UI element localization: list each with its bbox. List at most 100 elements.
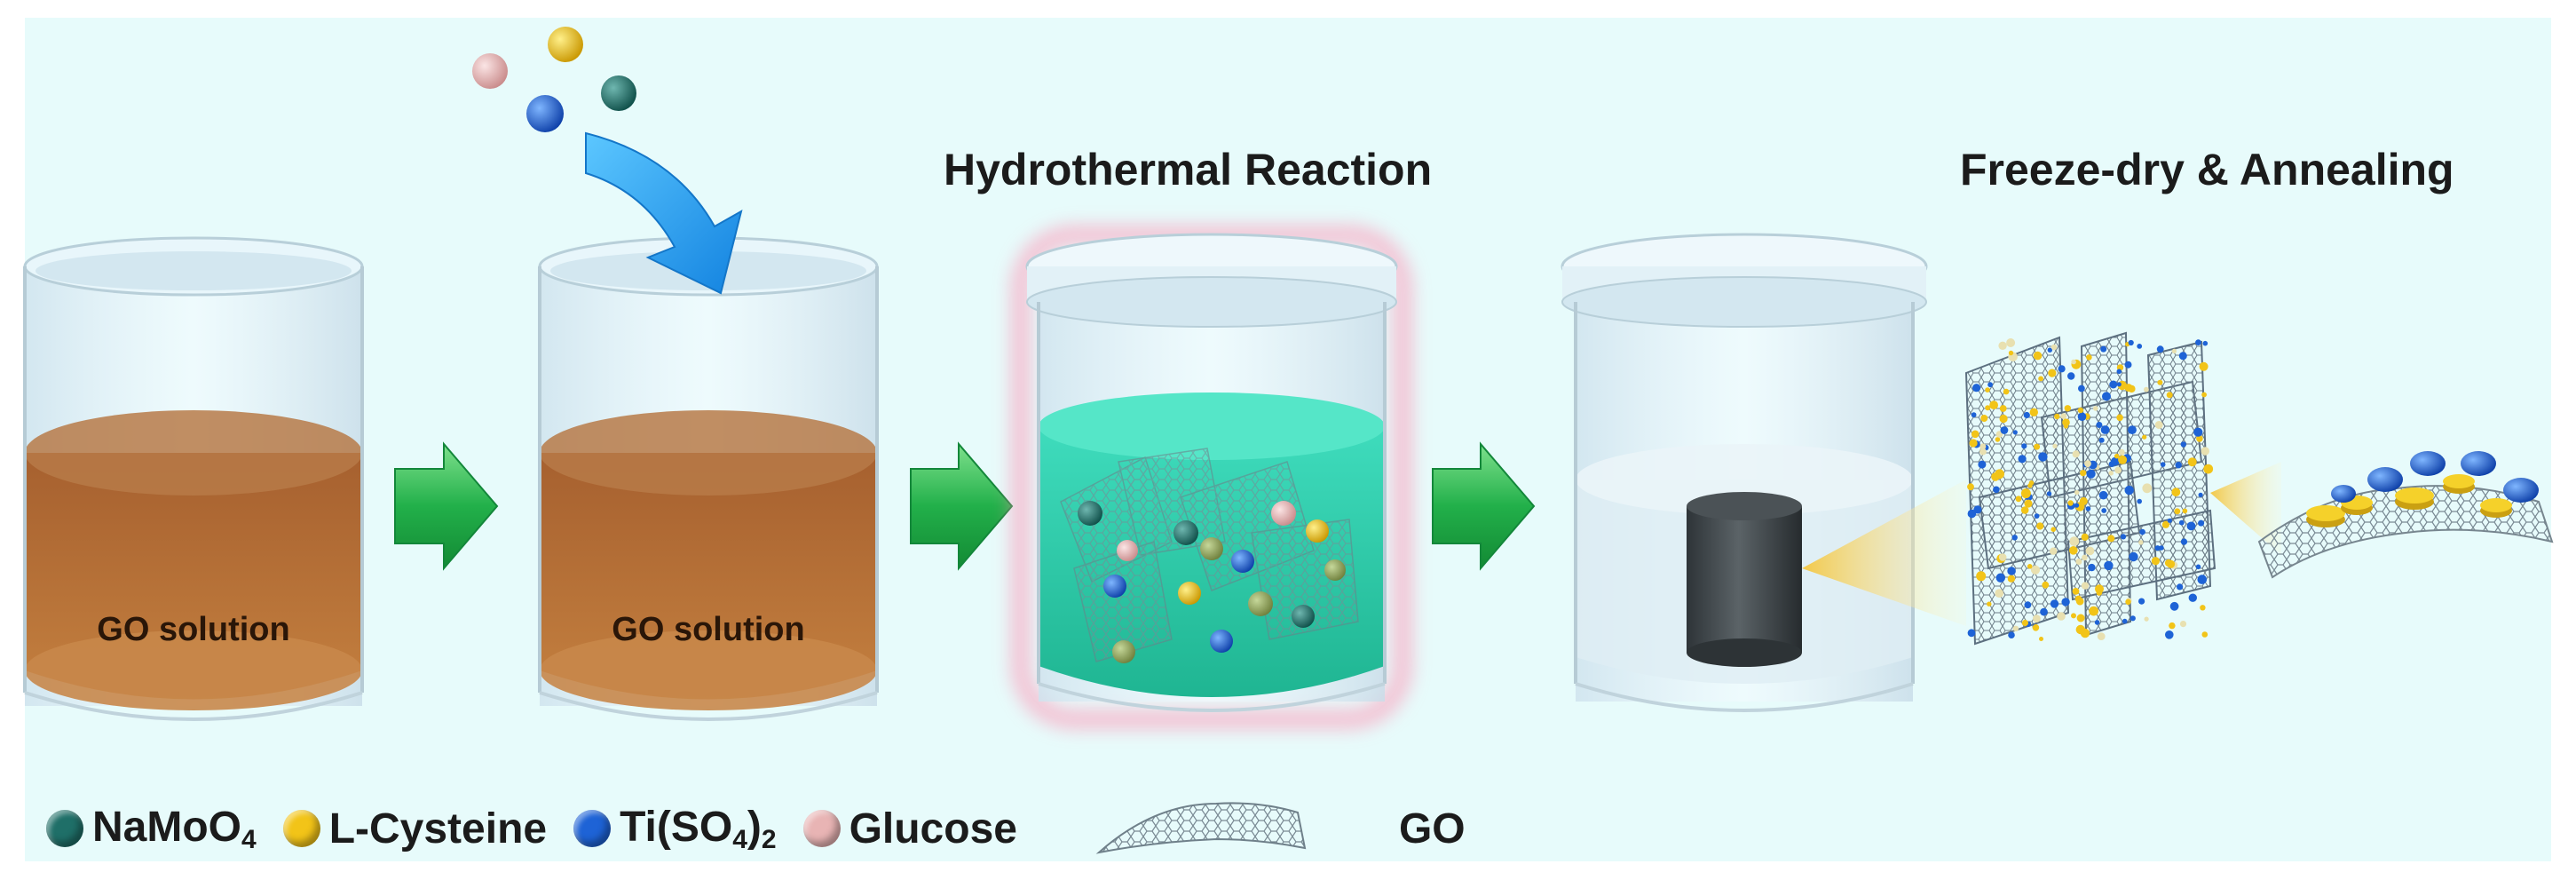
framework-atom bbox=[2018, 455, 2027, 464]
lcysteine-dot-icon bbox=[282, 810, 320, 847]
framework-atom bbox=[1987, 601, 1992, 607]
framework-atom bbox=[2151, 557, 2160, 566]
framework-atom bbox=[2077, 412, 2087, 422]
framework-atom bbox=[2122, 618, 2128, 624]
framework-atom bbox=[2171, 348, 2177, 353]
framework-atom bbox=[2094, 620, 2100, 625]
framework-atom bbox=[2071, 613, 2076, 619]
framework-atom bbox=[1980, 415, 1988, 422]
legend-item-go: GO bbox=[1399, 805, 1466, 853]
framework-atom bbox=[2067, 372, 2075, 380]
framework-atom bbox=[2007, 567, 2016, 575]
framework-atom bbox=[2195, 339, 2201, 345]
graphene-framework bbox=[1964, 331, 2216, 646]
framework-atom bbox=[1971, 430, 1979, 439]
framework-atom bbox=[2033, 614, 2041, 622]
framework-atom bbox=[2027, 483, 2033, 488]
framework-atom bbox=[2062, 418, 2070, 427]
framework-atom bbox=[2167, 518, 2172, 523]
framework-atom bbox=[2195, 564, 2201, 570]
process-arrow-1 bbox=[394, 441, 499, 571]
framework-atom bbox=[2057, 612, 2066, 621]
framework-atom bbox=[2116, 414, 2123, 422]
framework-atom bbox=[2032, 624, 2040, 631]
framework-atom bbox=[1989, 400, 1999, 409]
framework-atom bbox=[1993, 486, 2000, 494]
framework-atom bbox=[1998, 341, 2007, 350]
framework-atom bbox=[2180, 538, 2188, 545]
framework-atom bbox=[2069, 546, 2078, 555]
framework-atom bbox=[2050, 547, 2058, 555]
legend-item-namoo4: NaMoO4 bbox=[46, 803, 257, 855]
namoo4-dot-icon bbox=[46, 810, 83, 847]
framework-atom bbox=[2159, 545, 2164, 551]
beaker-go-solution-1 bbox=[23, 236, 364, 721]
framework-atom bbox=[1995, 431, 2003, 438]
framework-atom bbox=[2137, 344, 2143, 349]
framework-atom bbox=[2174, 508, 2181, 515]
framework-atom bbox=[2118, 455, 2128, 464]
framework-atom bbox=[2201, 631, 2209, 638]
framework-atom bbox=[2101, 508, 2107, 513]
framework-atom bbox=[2051, 344, 2058, 351]
framework-atom bbox=[2051, 527, 2056, 532]
framework-atom bbox=[2038, 376, 2044, 382]
framework-atom bbox=[2006, 338, 2016, 347]
framework-atom bbox=[1998, 553, 2007, 561]
framework-atom bbox=[2107, 535, 2115, 543]
framework-atom bbox=[2144, 616, 2149, 622]
framework-atom bbox=[2078, 385, 2085, 392]
framework-atom bbox=[2034, 443, 2041, 450]
framework-atom bbox=[2104, 560, 2114, 571]
framework-atom bbox=[1995, 437, 2001, 442]
framework-atom bbox=[2171, 488, 2181, 497]
beaker-2-label: GO solution bbox=[612, 611, 805, 648]
framework-atom bbox=[2200, 605, 2206, 611]
framework-atom bbox=[1967, 629, 1976, 638]
framework-atom bbox=[2114, 453, 2120, 459]
legend-label-namoo4: NaMoO4 bbox=[92, 803, 257, 854]
beaker-1-label: GO solution bbox=[97, 611, 290, 648]
framework-atom bbox=[2048, 369, 2057, 377]
framework-atom bbox=[1976, 571, 1987, 582]
framework-atom bbox=[1969, 439, 1978, 448]
framework-atom bbox=[2129, 551, 2138, 562]
glucose-ball bbox=[472, 53, 508, 89]
framework-atom bbox=[2076, 614, 2085, 622]
framework-atom bbox=[1979, 443, 1987, 450]
freeze-dry-annealing-title: Freeze-dry & Annealing bbox=[1960, 145, 2454, 194]
aerogel-container bbox=[1561, 233, 1928, 712]
framework-atom bbox=[2128, 339, 2134, 346]
framework-atom bbox=[2175, 462, 2182, 469]
framework-atom bbox=[2030, 565, 2041, 575]
framework-atom bbox=[2003, 388, 2010, 395]
framework-atom bbox=[2075, 559, 2082, 565]
framework-atom bbox=[2029, 408, 2038, 416]
framework-atom bbox=[2084, 460, 2091, 468]
go-sheet-legend-icon bbox=[1095, 802, 1307, 854]
framework-atom bbox=[2124, 361, 2132, 369]
framework-atom bbox=[1985, 405, 1991, 411]
framework-atom bbox=[2203, 464, 2214, 474]
framework-atom bbox=[2064, 405, 2071, 412]
process-arrow-2 bbox=[910, 441, 1014, 571]
framework-atom bbox=[2021, 443, 2027, 449]
framework-atom bbox=[2198, 519, 2205, 527]
framework-atom bbox=[2046, 491, 2052, 496]
framework-atom bbox=[2142, 483, 2153, 494]
framework-atom bbox=[2071, 359, 2076, 365]
framework-atom bbox=[2169, 601, 2179, 611]
framework-atom bbox=[2077, 407, 2084, 414]
zoom-beam-1 bbox=[1802, 480, 1966, 626]
framework-atom bbox=[2008, 631, 2015, 638]
framework-atom bbox=[2038, 452, 2048, 462]
framework-atom bbox=[2080, 628, 2090, 638]
framework-atom bbox=[2177, 583, 2184, 591]
framework-atom bbox=[2169, 622, 2176, 630]
framework-atom bbox=[2033, 351, 2043, 361]
framework-atom bbox=[2050, 599, 2059, 608]
legend-label-tiso4: Ti(SO4)2 bbox=[620, 803, 777, 854]
framework-atom bbox=[2039, 637, 2043, 641]
framework-atom bbox=[2178, 519, 2185, 526]
framework-atom bbox=[2096, 590, 2103, 596]
